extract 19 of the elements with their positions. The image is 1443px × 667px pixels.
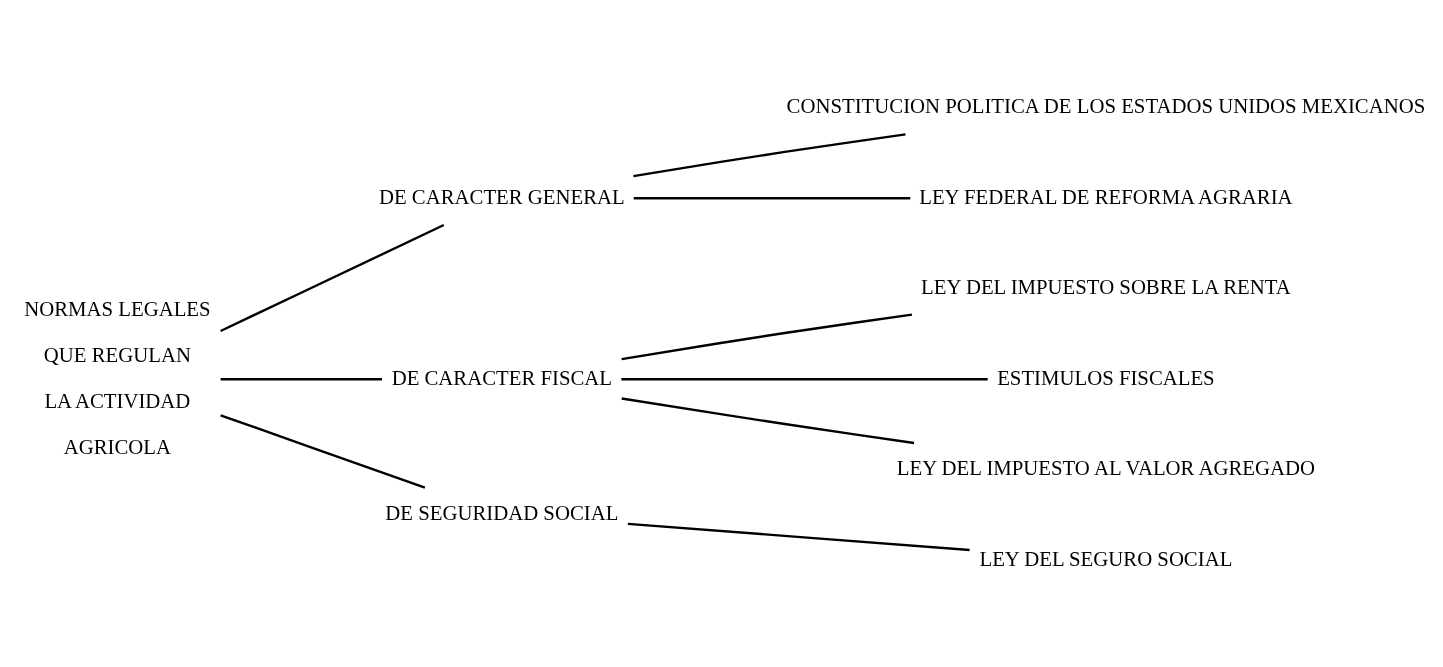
node-text: DE SEGURIDAD SOCIAL — [385, 500, 619, 524]
node-text: LEY FEDERAL DE REFORMA AGRARIA — [919, 184, 1293, 208]
connector — [621, 377, 988, 380]
connector — [627, 522, 970, 551]
node-text: CONSTITUCION POLITICA DE LOS ESTADOS UNIDOS MEXICANOS — [786, 93, 1426, 117]
connector — [633, 132, 906, 177]
node-text: NORMAS LEGALES QUE REGULAN LA ACTIVIDAD AGRICOLA — [24, 296, 211, 458]
connector — [621, 312, 913, 360]
connector — [220, 413, 426, 489]
node-text: ESTIMULOS FISCALES — [997, 365, 1215, 389]
node-text: LEY DEL IMPUESTO AL VALOR AGREGADO — [896, 455, 1316, 479]
node-text: DE CARACTER GENERAL — [378, 184, 625, 208]
connector — [220, 223, 445, 332]
node-text: LEY DEL SEGURO SOCIAL — [979, 546, 1233, 570]
node-text: LEY DEL IMPUESTO SOBRE LA RENTA — [921, 274, 1291, 298]
node-text: DE CARACTER FISCAL — [391, 365, 613, 389]
connector — [621, 396, 915, 444]
connector — [633, 196, 911, 199]
connector — [220, 377, 382, 380]
